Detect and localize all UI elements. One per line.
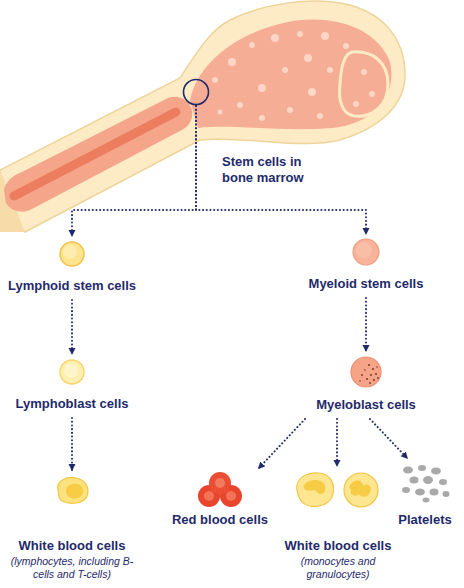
spongy-pores	[212, 31, 375, 121]
red-blood-cells: Red blood cells	[165, 472, 275, 528]
cell-label: Lymphoid stem cells	[8, 278, 136, 294]
spongy-bone	[190, 20, 391, 130]
dotted-arrow	[72, 106, 196, 237]
cell-graphic	[57, 240, 87, 268]
cell-label: Red blood cells	[172, 512, 268, 528]
dotted-arrow	[71, 300, 73, 355]
dotted-arrow	[71, 418, 73, 471]
cell-graphic	[195, 472, 245, 508]
cell-subtitle: (lymphocytes, including B-cells and T-ce…	[2, 555, 142, 581]
platelets: Platelets	[387, 462, 463, 528]
cell-label: Myeloid stem cells	[309, 276, 424, 292]
lymphoid-stem-cell: Lymphoid stem cells	[0, 240, 147, 294]
cell-graphic	[293, 470, 383, 508]
bone-outline	[0, 1, 405, 232]
myeloid-stem-cell: Myeloid stem cells	[291, 238, 441, 292]
cell-label: Stem cells in bone marrow	[222, 154, 322, 186]
lymphoblast-cell: Lymphoblast cells	[0, 358, 147, 412]
cell-label: Myeloblast cells	[316, 397, 416, 413]
cell-label: Lymphoblast cells	[16, 396, 129, 412]
cell-label: Platelets	[398, 512, 451, 528]
dotted-arrow	[336, 419, 338, 467]
cell-graphic	[52, 474, 92, 506]
dotted-arrow	[370, 419, 408, 459]
cell-graphic	[349, 355, 383, 389]
myeloblast-cell: Myeloblast cells	[291, 355, 441, 413]
marrow-stem-cell-circle: Stem cells in bone marrow	[182, 78, 210, 106]
cell-graphic	[398, 462, 452, 502]
marrow-cavity	[4, 97, 192, 212]
cell-label: White blood cells	[285, 538, 392, 554]
bone-illustration	[0, 0, 464, 240]
dotted-arrow	[258, 419, 305, 469]
marrow-stripe	[14, 112, 176, 196]
lymphocyte-cell: White blood cells(lymphocytes, including…	[0, 474, 147, 581]
cell-subtitle: (monocytes and granulocytes)	[268, 555, 408, 581]
cell-graphic	[182, 78, 210, 106]
dotted-arrow	[196, 106, 366, 235]
cell-graphic	[57, 358, 87, 386]
bone-knob	[340, 52, 388, 116]
cell-graphic	[351, 238, 381, 266]
cell-label: White blood cells	[19, 538, 126, 554]
dotted-arrow	[365, 298, 367, 352]
